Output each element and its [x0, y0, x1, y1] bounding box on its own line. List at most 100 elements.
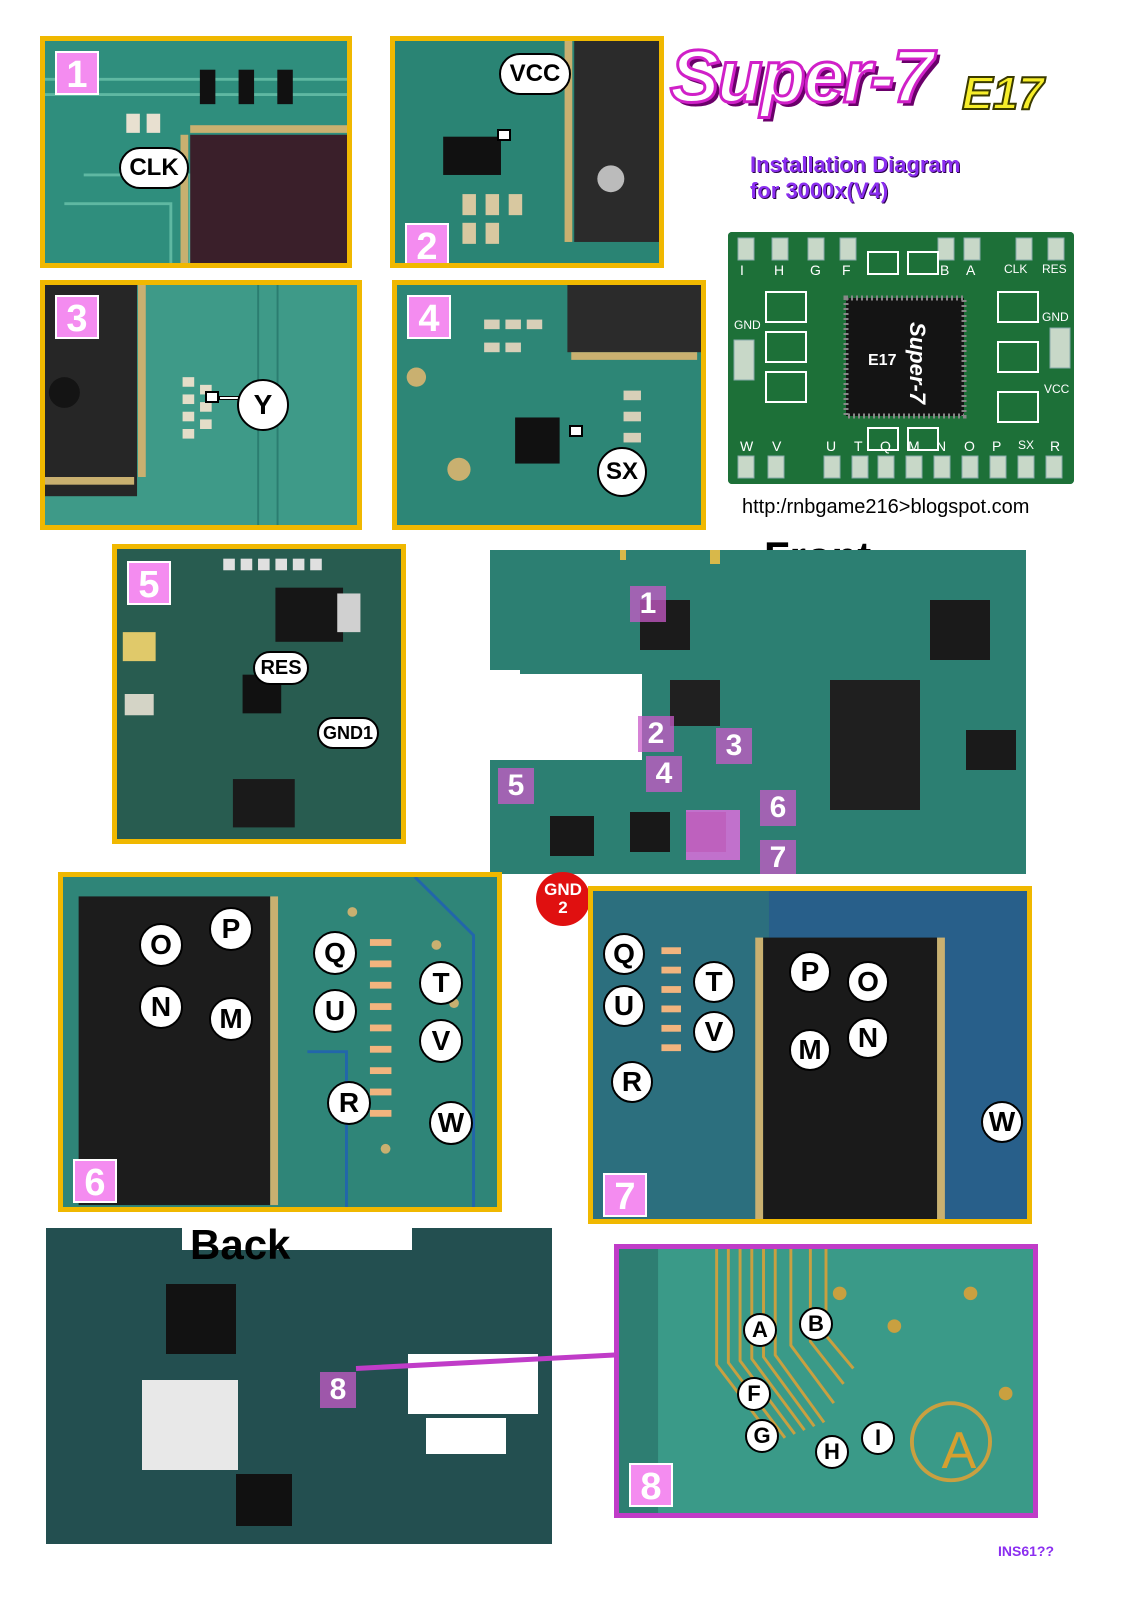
chip-pin-label-r: R: [1050, 438, 1061, 454]
chip-pin-label-res: RES: [1042, 262, 1067, 276]
b-label: B: [799, 1307, 833, 1341]
v-label: V: [419, 1019, 463, 1063]
chip-pin-label-t: T: [854, 438, 863, 454]
blog-url: http:/rnbgame216>blogspot.com: [742, 496, 1030, 518]
m-label: M: [789, 1029, 831, 1071]
panel-number-badge: 8: [629, 1463, 673, 1508]
gnd2-text: GND: [544, 880, 582, 899]
chip-pin-label-f: F: [842, 262, 851, 278]
t-label: T: [419, 961, 463, 1005]
chip-pin-label-gnd-right: GND: [1042, 310, 1069, 324]
p-label: P: [209, 907, 253, 951]
chip-pin-label-m: M: [908, 438, 920, 454]
v-label: V: [693, 1011, 735, 1053]
front-marker-1: 1: [630, 586, 666, 622]
front-marker-2: 2: [638, 716, 674, 752]
chip-pin-label-u: U: [826, 438, 837, 454]
pcb-graphic: [397, 285, 701, 525]
gnd1-label: GND1: [317, 717, 379, 749]
model-title: E17: [961, 67, 1045, 119]
brand-title: Super-7: [669, 35, 936, 118]
r-label: R: [327, 1081, 371, 1125]
chip-pin-label-sx: SX: [1018, 438, 1035, 452]
front-marker-5: 5: [498, 768, 534, 804]
a-label: A: [743, 1313, 777, 1347]
chip-pin-label-b: B: [940, 262, 950, 278]
w-label: W: [429, 1101, 473, 1145]
res-label: RES: [253, 651, 309, 685]
chip-pin-label-i: I: [740, 262, 744, 278]
panel-number-badge: 5: [127, 561, 171, 606]
front-marker-6: 6: [760, 790, 796, 826]
panel-number-badge: 2: [405, 223, 449, 263]
chip-pin-label-w: W: [740, 438, 754, 454]
panel-number-badge: 7: [603, 1173, 647, 1218]
back-marker-8: 8: [320, 1372, 356, 1408]
q-label: Q: [603, 933, 645, 975]
vcc-pad: [497, 129, 511, 141]
chip-name-label: Super-7: [904, 322, 930, 404]
chip-pin-label-gnd-left: GND: [734, 318, 761, 332]
panel-number-badge: 6: [73, 1159, 117, 1204]
highlight-area: [686, 810, 740, 860]
p-label: P: [789, 951, 831, 993]
clk-label: CLK: [119, 147, 189, 189]
back-label: Back: [190, 1221, 291, 1268]
u-label: U: [313, 989, 357, 1033]
back-board-photo: 8: [46, 1228, 552, 1544]
o-label: O: [847, 961, 889, 1003]
y-pad: [205, 391, 219, 403]
pcb-graphic: [63, 877, 497, 1207]
n-label: N: [847, 1017, 889, 1059]
chip-model-label: E17: [868, 352, 897, 369]
front-marker-3: 3: [716, 728, 752, 764]
r-label: R: [611, 1061, 653, 1103]
chip-pin-label-h: H: [774, 262, 785, 278]
sx-pad: [569, 425, 583, 437]
pcb-graphic: [593, 891, 1027, 1219]
sx-label: SX: [597, 447, 647, 497]
chip-pin-label-p: P: [992, 438, 1002, 454]
g-label: G: [745, 1419, 779, 1453]
closeup-panel-5: 5 RES GND1: [112, 544, 406, 844]
h-label: H: [815, 1435, 849, 1469]
gnd2-badge: GND 2: [536, 872, 590, 926]
chip-pin-label-o: O: [964, 438, 975, 454]
u-label: U: [603, 985, 645, 1027]
front-board-photo: 1 2 3 4 5 6 7: [490, 550, 1026, 874]
y-label: Y: [237, 379, 289, 431]
t-label: T: [693, 961, 735, 1003]
chip-pin-label-v: V: [772, 438, 782, 454]
panel-number-badge: 1: [55, 51, 99, 96]
chip-pin-label-vcc: VCC: [1044, 382, 1070, 396]
closeup-panel-2: 2 VCC: [390, 36, 664, 268]
panel-number-badge: 3: [55, 295, 99, 340]
diagram-subtitle: Installation Diagram for 3000x(V4): [750, 152, 960, 204]
gnd2-number: 2: [558, 898, 568, 917]
m-label: M: [209, 997, 253, 1041]
chip-pin-label-clk: CLK: [1004, 262, 1028, 276]
closeup-panel-1: 1 CLK: [40, 36, 352, 268]
q-label: Q: [313, 931, 357, 975]
front-marker-4: 4: [646, 756, 682, 792]
closeup-panel-4: 4 SX: [392, 280, 706, 530]
chip-pin-label-g: G: [810, 262, 821, 278]
o-label: O: [139, 923, 183, 967]
w-label: W: [981, 1101, 1023, 1143]
subtitle-line-2: for 3000x(V4): [750, 178, 889, 203]
chip-board-graphic: [728, 232, 1074, 484]
panel-number-badge: 4: [407, 295, 451, 340]
vcc-label: VCC: [499, 53, 571, 95]
closeup-panel-3: 3 Y: [40, 280, 362, 530]
chip-pin-label-q: Q: [880, 438, 891, 454]
closeup-panel-8: A 8 A B F G H I: [614, 1244, 1038, 1518]
back-board-graphic: [46, 1228, 552, 1544]
chip-photo: Super-7 E17 I H G F B A CLK RES GND GND …: [728, 232, 1074, 484]
front-board-graphic: [490, 550, 1026, 874]
chip-pin-label-n: N: [936, 438, 947, 454]
front-marker-7: 7: [760, 840, 796, 874]
pcb-graphic: [619, 1249, 1033, 1513]
footer-code: INS61??: [998, 1543, 1055, 1559]
f-label: F: [737, 1377, 771, 1411]
n-label: N: [139, 985, 183, 1029]
